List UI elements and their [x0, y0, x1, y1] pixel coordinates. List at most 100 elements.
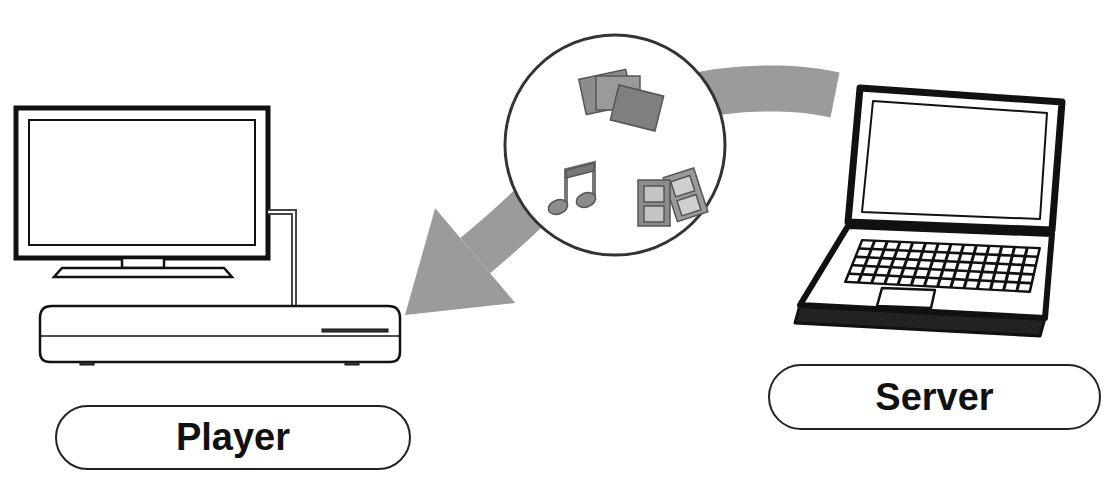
key [948, 254, 960, 260]
key [860, 276, 872, 282]
key [877, 268, 889, 274]
player-label: Player [15, 100, 405, 475]
player-foot [345, 362, 359, 365]
hdmi-cable [268, 212, 294, 306]
laptop-illustration [795, 88, 1062, 336]
key [1010, 266, 1021, 273]
key [893, 260, 905, 266]
hdmi-cable-core [268, 212, 294, 306]
key [1005, 283, 1017, 290]
tv-base [54, 268, 232, 277]
key [912, 244, 924, 250]
key [981, 273, 993, 280]
key [926, 279, 938, 286]
key [1001, 248, 1012, 255]
photo-icon [579, 69, 664, 131]
key [950, 245, 962, 251]
key [909, 252, 921, 258]
key [854, 258, 866, 264]
key [971, 264, 983, 271]
key [955, 272, 967, 279]
tv-screen [29, 120, 255, 245]
arrow-head [405, 208, 515, 315]
key [999, 256, 1010, 263]
key [986, 256, 997, 263]
key [942, 271, 954, 278]
film-icon [638, 168, 708, 226]
key [916, 270, 928, 277]
touchpad [877, 288, 935, 308]
key [984, 264, 995, 271]
key [1008, 274, 1019, 281]
player-body [40, 306, 400, 362]
key [896, 252, 908, 258]
media-circle [505, 35, 725, 255]
key [857, 250, 869, 256]
laptop-base [800, 226, 1052, 318]
key [989, 247, 1000, 254]
key [883, 251, 895, 257]
key [847, 275, 859, 281]
key [937, 245, 949, 251]
key [864, 267, 876, 273]
label-pill: Server [768, 364, 1101, 430]
key [922, 253, 934, 259]
key [906, 261, 918, 267]
key [1027, 249, 1038, 256]
key [932, 262, 944, 268]
key [979, 282, 991, 289]
key [1023, 266, 1034, 273]
music-icon [546, 163, 598, 217]
key [953, 280, 965, 287]
film-frame [671, 175, 695, 196]
key [966, 281, 978, 288]
key [890, 269, 902, 275]
key [963, 246, 974, 252]
key [861, 241, 873, 247]
film-frame [644, 186, 664, 202]
key [903, 269, 915, 275]
key [850, 267, 862, 273]
key [867, 259, 879, 265]
tv-neck [122, 258, 164, 268]
key [1012, 257, 1023, 264]
tv-illustration [16, 108, 268, 277]
film-frame [644, 206, 664, 222]
key [960, 255, 972, 262]
film-frame [677, 195, 701, 216]
keyboard-keys [847, 241, 1038, 290]
key [992, 283, 1004, 290]
key [1019, 284, 1030, 291]
key [880, 259, 892, 265]
key [968, 272, 980, 279]
laptop-lid [848, 88, 1062, 230]
key [973, 255, 984, 262]
key [925, 244, 937, 250]
disc-slot [322, 329, 388, 332]
key [899, 243, 911, 249]
keyboard [845, 240, 1040, 292]
key [1025, 258, 1036, 265]
key [958, 263, 970, 270]
key [995, 274, 1007, 281]
note-beam [566, 163, 594, 178]
key [900, 278, 912, 285]
laptop-screen [862, 101, 1047, 219]
key [1014, 248, 1025, 255]
key [887, 277, 899, 283]
key [929, 271, 941, 278]
note-head [574, 190, 598, 210]
photo [610, 85, 663, 131]
label-pill: Player [55, 405, 411, 470]
key [913, 278, 925, 285]
key [870, 250, 882, 256]
film-strip [638, 180, 670, 226]
key [976, 247, 987, 254]
key [873, 276, 885, 282]
player-foot [80, 362, 94, 365]
key [1021, 275, 1032, 282]
player-edge [41, 335, 399, 337]
key [873, 242, 885, 248]
note-head [546, 197, 570, 217]
